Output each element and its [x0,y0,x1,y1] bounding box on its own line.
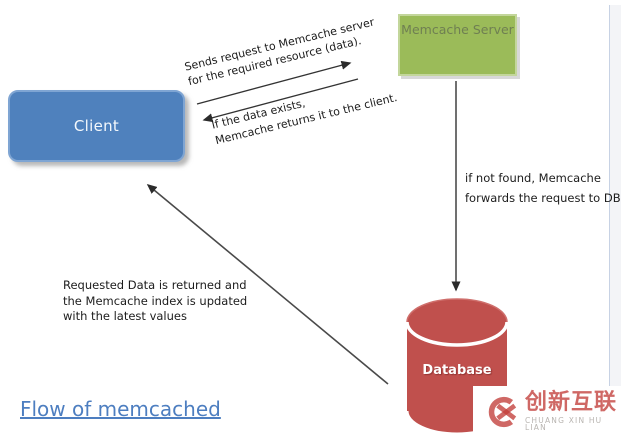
cx-circle-logo-icon [488,396,517,427]
watermark-brand-en: CHUANG XIN HU LIAN [525,415,603,432]
flow-of-memcached-link[interactable]: Flow of memcached [20,397,221,421]
client-node-label: Client [73,117,120,135]
edge-label-db-return: Requested Data is returned and the Memca… [63,278,248,323]
cylinder-cap-highlight [405,321,509,347]
page-right-border [609,5,621,437]
edge-label-forward-to-db: if not found, Memcache forwards the requ… [465,171,621,205]
database-node-label: Database [422,363,492,378]
edge-label-request: Sends request to Memcache server for the… [183,15,376,89]
cylinder-cap-top-edge [406,298,508,323]
client-node: Client [8,90,185,162]
watermark-brand-cn: 创新互联 [525,389,618,415]
memcache-server-node: Memcache Server [398,14,517,76]
edge-label-return-if-exists: If the data exists, Memcache returns it … [210,90,399,148]
cylinder-top-cap [407,299,507,345]
memcache-server-node-label: Memcache Server [401,22,514,37]
watermark-text-block: 创新互联 CHUANG XIN HU LIAN [525,389,621,432]
watermark-panel: 创新互联 CHUANG XIN HU LIAN [473,386,621,437]
